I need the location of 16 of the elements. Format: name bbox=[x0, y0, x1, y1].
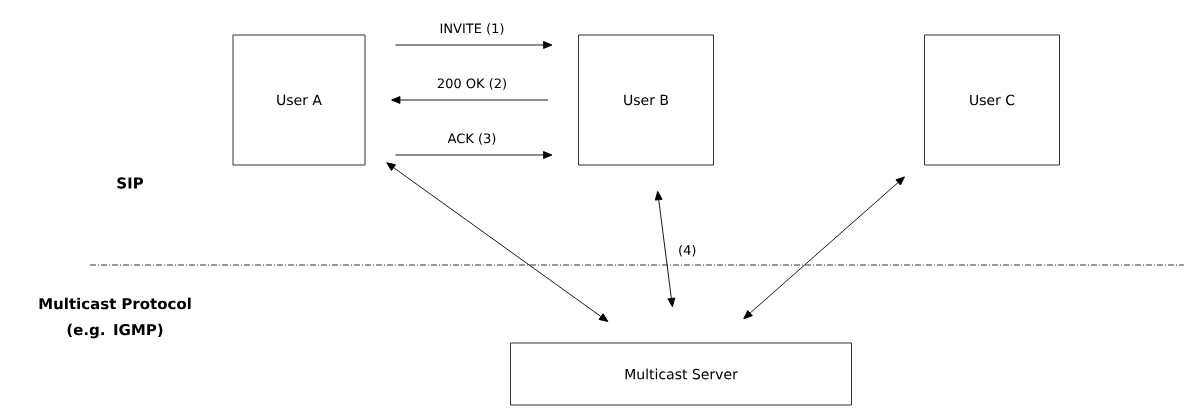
arrow bbox=[394, 151, 553, 159]
edge-label: ACK (3) bbox=[446, 132, 498, 146]
arrow bbox=[391, 96, 549, 104]
edge-label: (4) bbox=[677, 243, 698, 258]
section-label: SIP bbox=[117, 177, 144, 189]
section-label: Multicast Protocol (e.g. IGMP) bbox=[39, 297, 191, 339]
arrow bbox=[394, 41, 553, 49]
edge-label: 200 OK (2) bbox=[435, 77, 509, 91]
user-box: User B bbox=[578, 34, 714, 166]
arrow bbox=[743, 176, 905, 320]
arrow bbox=[386, 162, 609, 322]
edge-label: INVITE (1) bbox=[438, 22, 506, 36]
user-box: User C bbox=[924, 34, 1060, 166]
user-box: User A bbox=[232, 34, 366, 166]
arrow bbox=[654, 190, 676, 308]
server-box: Multicast Server bbox=[510, 342, 852, 406]
